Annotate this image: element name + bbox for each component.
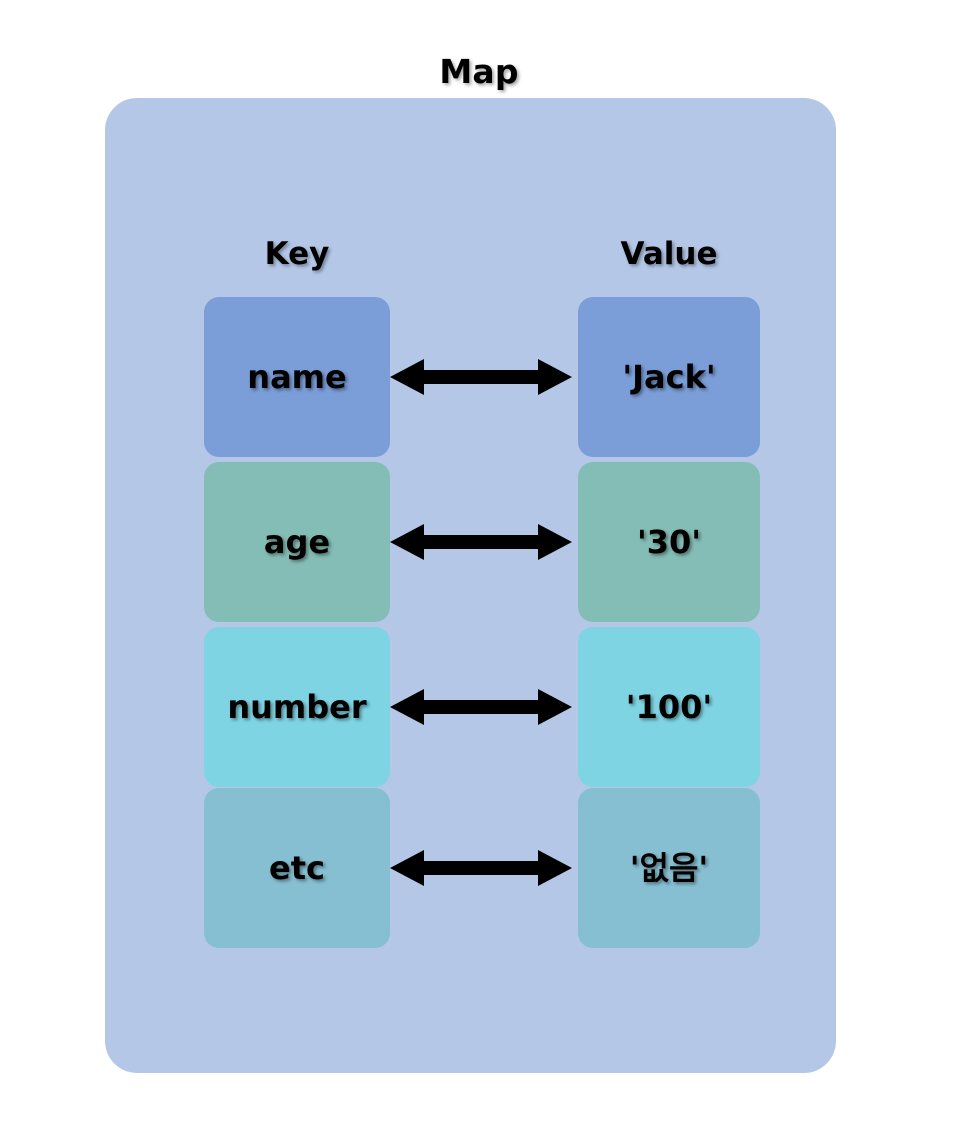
key-label: etc <box>269 849 325 887</box>
map-entry-row: age '30' <box>0 462 958 622</box>
key-label: number <box>227 688 367 726</box>
page-title: Map <box>439 52 519 91</box>
value-label: '30' <box>636 523 702 561</box>
map-entry-row: etc '없음' <box>0 788 958 948</box>
key-label: name <box>247 358 347 396</box>
value-label: 'Jack' <box>622 358 716 396</box>
value-label: '100' <box>625 688 713 726</box>
double-headed-arrow-icon <box>386 683 576 731</box>
value-cell[interactable]: '30' <box>578 462 760 622</box>
key-cell[interactable]: etc <box>204 788 390 948</box>
value-cell[interactable]: '없음' <box>578 788 760 948</box>
double-headed-arrow-icon <box>386 518 576 566</box>
map-entry-row: name 'Jack' <box>0 297 958 457</box>
value-label: '없음' <box>629 849 709 887</box>
key-cell[interactable]: number <box>204 627 390 787</box>
key-cell[interactable]: name <box>204 297 390 457</box>
key-cell[interactable]: age <box>204 462 390 622</box>
value-cell[interactable]: '100' <box>578 627 760 787</box>
column-header-key: Key <box>264 236 330 272</box>
map-entry-row: number '100' <box>0 627 958 787</box>
double-headed-arrow-icon <box>386 844 576 892</box>
double-headed-arrow-icon <box>386 353 576 401</box>
column-header-value: Value <box>620 236 718 272</box>
value-cell[interactable]: 'Jack' <box>578 297 760 457</box>
key-label: age <box>263 523 331 561</box>
